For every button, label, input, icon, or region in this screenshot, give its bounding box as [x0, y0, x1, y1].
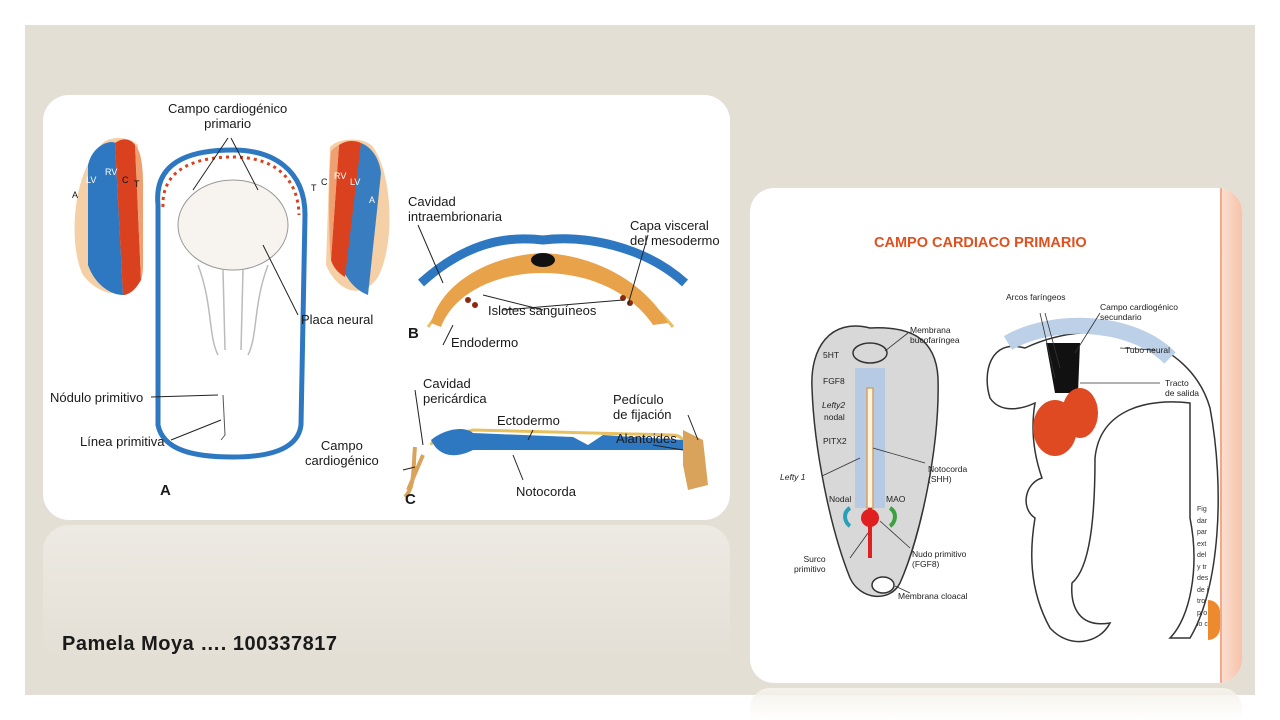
right-heart-seg-label: RV [334, 171, 347, 181]
embryo-disc-a [155, 147, 308, 460]
embryonic-disc [811, 325, 939, 598]
right-heart-seg-label: A [369, 195, 376, 205]
label-nudo-primitivo: Nudo primitivo (FGF8) [912, 549, 967, 569]
left-heart-seg-label: A [72, 190, 79, 200]
label-lefty1: Lefty 1 [780, 472, 806, 482]
right-heart-field [326, 139, 390, 295]
left-card-reflection [43, 525, 730, 660]
label-alantoides: Alantoides [616, 431, 677, 446]
leader-lines [150, 137, 699, 481]
embryo-diagram-right [811, 312, 1219, 643]
label-membrana-bucofaringea: Membrana bucofaríngea [910, 325, 960, 345]
label-campo-primario: Campo cardiogénico primario [168, 101, 288, 131]
label-nodal-signal: nodal [824, 412, 845, 422]
right-card-reflection [750, 688, 1242, 720]
label-letter-a: A [160, 482, 171, 499]
label-letter-b: B [408, 325, 419, 342]
label-lefty2: Lefty2 [822, 400, 846, 410]
left-heart-field [74, 138, 143, 295]
label-5ht: 5HT [823, 350, 840, 360]
left-heart-seg-label: C [122, 175, 129, 185]
label-linea-primitiva: Línea primitiva [80, 434, 165, 449]
right-heart-seg-label: LV [350, 177, 361, 187]
page-edge [1220, 188, 1242, 683]
label-campo-cardiogenico: Campo cardiogénico [305, 438, 379, 468]
label-notocorda: Notocorda [516, 484, 576, 499]
left-heart-seg-label: RV [105, 167, 118, 177]
label-surco-primitivo: Surco primitivo [794, 554, 826, 574]
label-fgf8: FGF8 [823, 376, 845, 386]
label-nodulo-primitivo: Nódulo primitivo [50, 390, 144, 405]
label-tracto-salida: Tracto de salida [1165, 378, 1200, 398]
label-capa-visceral: Capa visceral del mesodermo [630, 218, 720, 248]
right-heart-seg-label: T [311, 183, 317, 193]
label-pitx2: PITX2 [823, 436, 847, 446]
left-heart-seg-label: T [134, 179, 140, 189]
label-tubo-neural: Tubo neural [1125, 345, 1171, 355]
section-b [417, 234, 689, 328]
label-pediculo-fijacion: Pedículo de fijación [613, 392, 672, 422]
right-figure-card: CAMPO CARDIACO PRIMARIO [750, 188, 1242, 683]
label-nodal: Nodal [829, 494, 852, 504]
label-placa-neural: Placa neural [301, 312, 374, 327]
orange-marker [1208, 600, 1220, 640]
right-figure-title: CAMPO CARDIACO PRIMARIO [874, 235, 1087, 251]
label-cavidad-intraembrionaria: Cavidad intraembrionaria [408, 194, 502, 224]
lateral-embryo [986, 317, 1219, 643]
left-heart-seg-label: LV [86, 175, 97, 185]
right-heart-seg-label: C [321, 177, 328, 187]
label-endodermo: Endodermo [451, 335, 519, 350]
label-ectodermo: Ectodermo [497, 413, 560, 428]
section-c [403, 428, 708, 499]
left-figure-card: A LV RV C T T C RV LV A Campo cardiogéni… [43, 95, 730, 520]
label-membrana-cloacal: Membrana cloacal [898, 591, 968, 601]
label-letter-c: C [405, 491, 416, 508]
label-cavidad-pericardica: Cavidad pericárdica [423, 376, 487, 406]
figure-caption-fragment: Fig dar par ext del y tr des de i tro pr… [1197, 506, 1209, 628]
right-leader-lines [821, 312, 1160, 594]
label-campo-secundario: Campo cardiogénico secundario [1100, 302, 1178, 322]
embryo-diagram-left [74, 137, 708, 499]
label-islotes-sanguineos: Islotes sanguíneos [488, 303, 597, 318]
label-arcos-faringeos: Arcos faríngeos [1006, 292, 1066, 302]
label-mao: MAO [886, 494, 906, 504]
page-edge-line [1220, 188, 1222, 683]
label-notocorda-shh: Notocorda (SHH) [928, 464, 968, 484]
author-credit: Pamela Moya …. 100337817 [62, 633, 338, 655]
